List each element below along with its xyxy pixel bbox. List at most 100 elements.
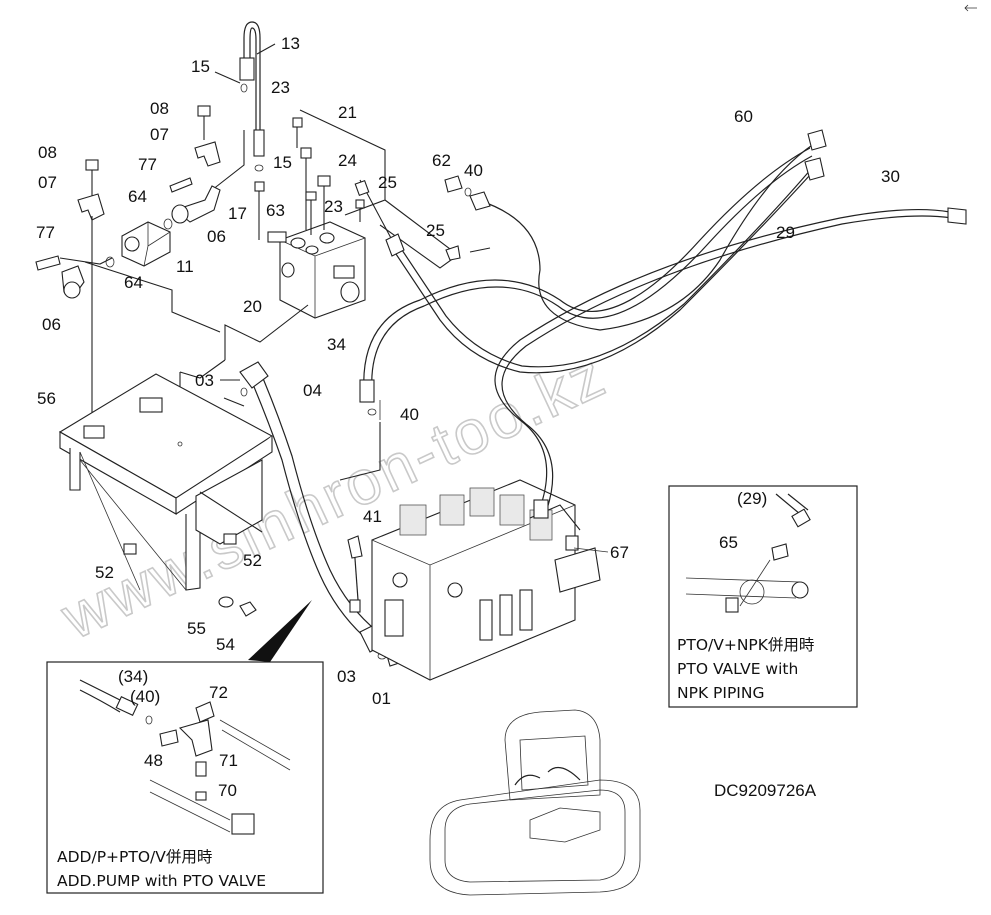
callout-15: 15 [191,57,210,76]
inset-callout-72: 72 [209,683,228,702]
bolt-24 [317,175,331,230]
inset-callout-40: (40) [130,687,160,706]
callout-24: 24 [338,151,357,170]
fitting-25a [354,179,370,197]
bolt-08b [85,159,99,196]
hose-13 [211,21,265,191]
inset-left-caption-1: ADD/P+PTO/V併用時 [57,848,212,866]
callout-01: 01 [372,689,391,708]
callout-08: 08 [38,143,57,162]
fitting-17 [254,181,265,240]
callout-55: 55 [187,619,206,638]
o-ring-15b [254,164,264,172]
fitting-62 [444,175,463,193]
callout-17: 17 [228,204,247,223]
inset-npk [668,485,858,708]
o-ring-03a [240,387,248,397]
callout-13: 13 [281,34,300,53]
hose-34 [359,147,813,403]
callout-52: 52 [95,563,114,582]
inset-callout-29: (29) [737,489,767,508]
callout-40: 40 [400,405,419,424]
callout-03: 03 [337,667,356,686]
bolt-52b [223,533,237,545]
callout-63: 63 [266,201,285,220]
callout-54: 54 [216,635,235,654]
nut-54 [239,601,257,617]
hose-41 [347,535,363,613]
inset-callout-65: 65 [719,533,738,552]
pump-11 [121,221,171,267]
o-ring-40a [464,187,472,197]
inset-right-caption-2: PTO VALVE with [677,660,798,678]
bolt-21 [300,147,312,230]
document-id: DC9209726A [714,781,817,800]
callout-60: 60 [734,107,753,126]
callout-77: 77 [36,223,55,242]
callout-07: 07 [150,125,169,144]
callout-25: 25 [426,221,445,240]
callout-11: 11 [176,257,194,276]
callout-07: 07 [38,173,57,192]
callout-62: 62 [432,151,451,170]
callout-41: 41 [363,507,382,526]
inset-callout-70: 70 [218,781,237,800]
tee-67 [565,535,579,551]
callout-04: 04 [303,381,322,400]
callout-15: 15 [273,153,292,172]
washer-55 [218,596,234,608]
inset-right-caption-1: PTO/V+NPK併用時 [677,636,814,654]
callout-21: 21 [338,103,357,122]
bolt-23a [292,117,303,148]
hose-60 [469,129,827,331]
bolt-08a [197,105,211,140]
callout-23: 23 [324,197,343,216]
bolt-63 [305,191,317,235]
callout-23: 23 [271,78,290,97]
inset-callout-71: 71 [219,751,238,770]
bolt-77a [169,177,193,193]
elbow-06b [61,265,85,299]
clamp-07a [194,141,221,167]
inset-add-pump [46,600,324,894]
callout-77: 77 [138,155,157,174]
callout-64: 64 [124,273,143,292]
callout-06: 06 [207,227,226,246]
bracket-56 [58,373,274,591]
bolt-52a [123,543,137,555]
bolt-77b [35,255,61,271]
pto-valve-20 [267,221,366,319]
callout-30: 30 [881,167,900,186]
hose-29 [385,157,825,374]
callout-40: 40 [464,161,483,180]
callout-56: 56 [37,389,56,408]
clamp-07b [77,193,105,221]
o-ring-40b [367,408,377,416]
elbow-06a [171,185,221,224]
o-ring-15 [240,83,248,93]
callout-25: 25 [378,173,397,192]
inset-left-caption-2: ADD.PUMP with PTO VALVE [57,872,266,890]
inset-callout-48: 48 [144,751,163,770]
callout-20: 20 [243,297,262,316]
callout-06: 06 [42,315,61,334]
callout-03: 03 [195,371,214,390]
excavator-outline [429,709,641,896]
fitting-25b [445,245,461,261]
o-ring-64a [163,218,173,230]
callout-64: 64 [128,187,147,206]
callout-29: 29 [776,223,795,242]
callout-52: 52 [243,551,262,570]
inset-callout-34: (34) [118,667,148,686]
hose-30 [494,207,967,519]
control-valve [371,479,601,681]
o-ring-64b [105,256,115,268]
callout-08: 08 [150,99,169,118]
corner-mark-icon [964,4,977,12]
callout-34: 34 [327,335,346,354]
callout-67: 67 [610,543,629,562]
callouts: 13 15 08 07 77 08 07 64 06 77 11 64 06 2… [36,34,900,800]
bolt-23b [355,199,365,222]
inset-right-caption-3: NPK PIPING [677,684,764,702]
